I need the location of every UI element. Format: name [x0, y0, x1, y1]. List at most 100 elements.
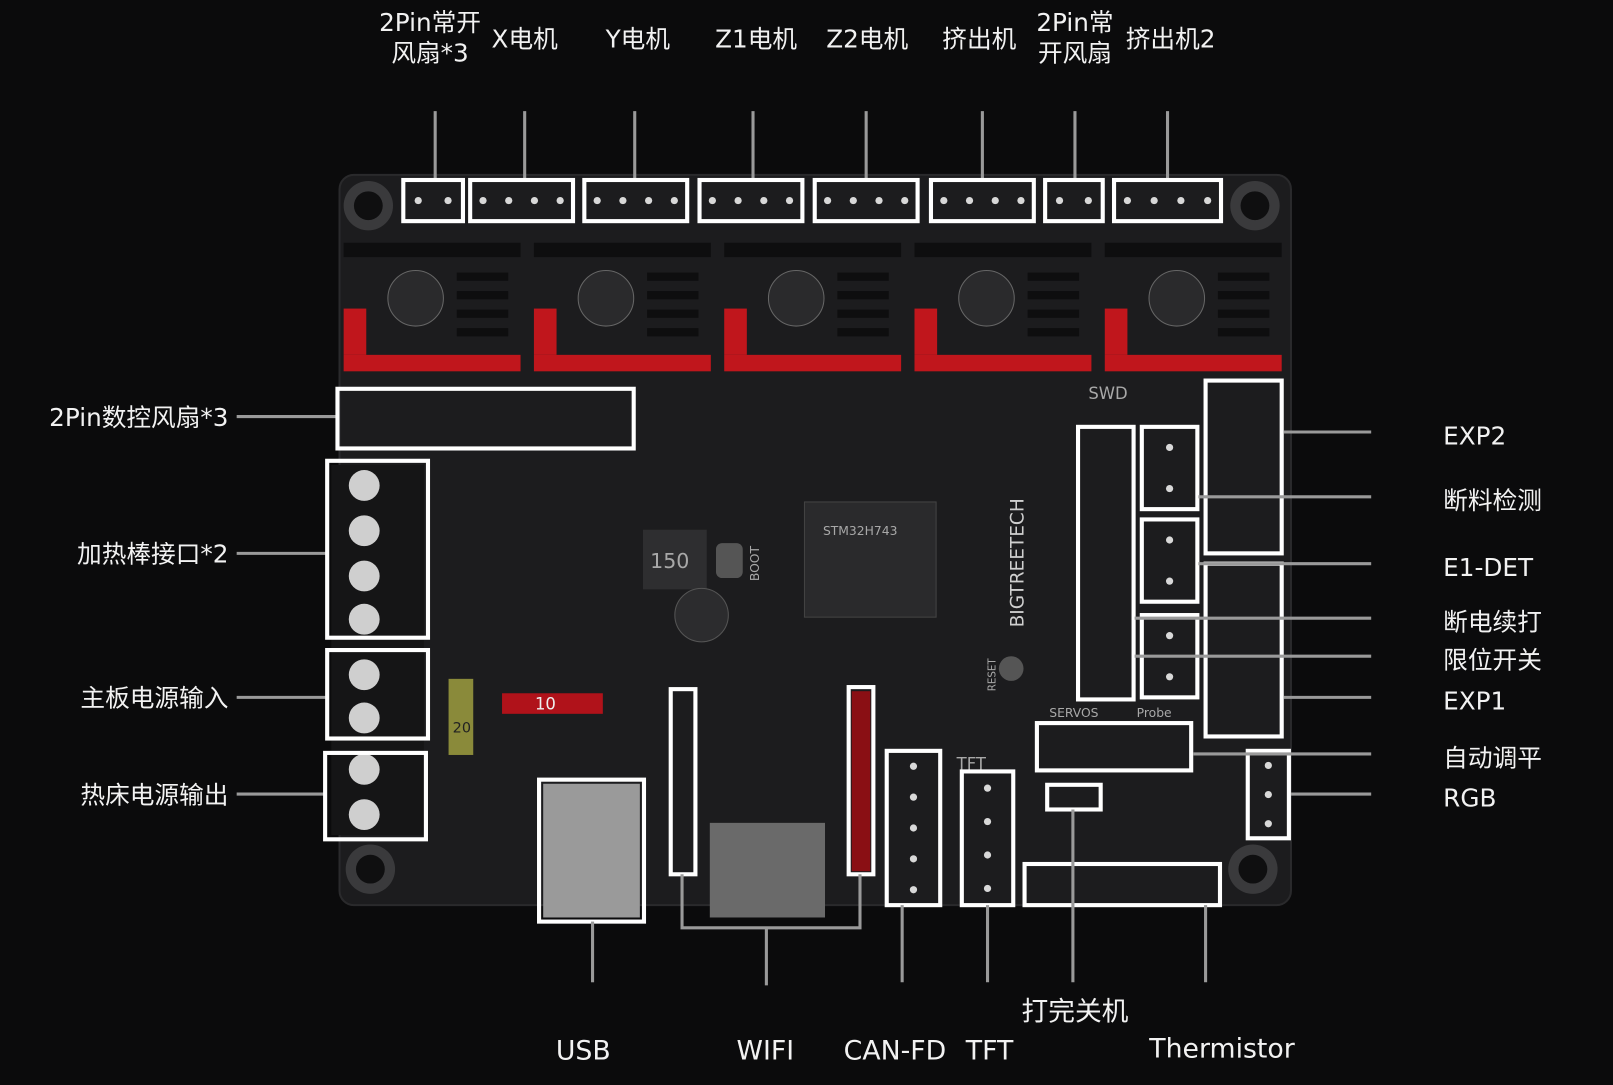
mounting-hole-centers [353, 191, 1270, 884]
pin [1177, 196, 1185, 205]
pin [1165, 673, 1174, 681]
pin [1165, 536, 1174, 544]
driver-header-red [1104, 354, 1282, 372]
connector-highlight-box [1075, 424, 1136, 702]
screw-terminal [348, 753, 380, 785]
connector-highlight-box [401, 177, 466, 224]
top-label: Z1电机 [715, 24, 797, 53]
connector-highlight-box [325, 458, 431, 640]
top-label: 挤出机 [942, 24, 1016, 53]
tft-silk: TFT [956, 754, 987, 773]
top-label-line2: 风扇*3 [391, 39, 468, 68]
boot-button [715, 543, 743, 579]
pin [1204, 196, 1212, 205]
reset-label: RESET [987, 658, 999, 692]
pin [708, 196, 716, 205]
pin [785, 196, 794, 205]
usb-port [543, 783, 640, 918]
screw-terminal [348, 603, 380, 635]
pin [1055, 196, 1064, 205]
leader-line [680, 874, 862, 930]
inductor [642, 529, 707, 590]
screw-terminal [348, 560, 380, 592]
connector-highlight-box [1245, 748, 1291, 841]
can-header [851, 691, 871, 872]
pin [530, 196, 539, 205]
right-label: EXP2 [1443, 421, 1506, 450]
driver-header-red [533, 354, 711, 372]
stepper-driver-sockets [343, 242, 1282, 372]
connector-highlight-box [582, 177, 690, 224]
driver-pins [1027, 272, 1080, 281]
screw-terminal [348, 515, 380, 547]
screw-terminal [348, 659, 380, 691]
pin [940, 196, 948, 205]
driver-jumper-red [724, 308, 747, 355]
pin [983, 851, 992, 859]
connector-highlight-box [335, 386, 636, 451]
driver-jumper-red [533, 308, 557, 355]
connector-highlight-box [1139, 517, 1200, 604]
top-label-line2: 开风扇 [1038, 39, 1112, 68]
bottom-label: TFT [965, 1035, 1014, 1066]
pin [479, 196, 487, 205]
bottom-label: USB [556, 1035, 611, 1066]
driver-pins [1217, 328, 1270, 337]
pin [1165, 632, 1174, 640]
driver-pins [1217, 309, 1270, 318]
pin [760, 196, 768, 205]
pin [1123, 196, 1132, 205]
driver-pins [647, 291, 699, 300]
screw-terminals [348, 470, 380, 831]
brand-logo-text: BIGTREETECH [1008, 498, 1029, 627]
driver-pins [837, 291, 889, 300]
screw-terminal [348, 799, 380, 831]
sd-card-slot [709, 822, 826, 918]
pin [556, 196, 564, 205]
top-label: Y电机 [605, 24, 671, 53]
pin [965, 196, 974, 205]
fuse-10 [502, 693, 603, 714]
driver-header-top [343, 242, 521, 258]
pin [1264, 820, 1272, 828]
driver-pins [1217, 291, 1270, 300]
driver-header-red [914, 354, 1092, 372]
driver-pins [647, 328, 699, 337]
driver-pins [456, 328, 509, 337]
driver-pins [456, 272, 509, 281]
driver-pins [837, 328, 889, 337]
pcb-board: STM32H743 BIGTREETECH 150 BOOT RESET 10 … [331, 173, 1292, 918]
driver-capacitor [1148, 270, 1206, 327]
pin [909, 762, 918, 770]
driver-pins [456, 291, 509, 300]
right-label: 自动调平 [1443, 743, 1542, 772]
pin [670, 196, 678, 205]
top-label-line1: 2Pin常 [1036, 8, 1113, 37]
connector-highlight-box [928, 177, 1036, 224]
connector-highlight-box [1139, 424, 1200, 512]
connector-highlight-box [697, 177, 805, 224]
screw-terminal [348, 702, 380, 734]
driver-pins [1217, 272, 1270, 281]
mcu-label: STM32H743 [823, 524, 897, 538]
driver-capacitor [767, 270, 825, 327]
bottom-label: WIFI [737, 1035, 795, 1066]
right-label: RGB [1443, 783, 1496, 812]
connector-highlight-box [325, 647, 431, 741]
pin [909, 855, 918, 863]
driver-jumper-red [343, 308, 367, 355]
driver-pins [837, 272, 889, 281]
connector-highlight-box [1111, 177, 1224, 224]
boot-label: BOOT [748, 545, 762, 581]
capacitor [674, 587, 729, 643]
pin [909, 886, 918, 894]
driver-pins [837, 309, 889, 318]
probe-label: Probe [1137, 706, 1172, 720]
driver-pins [456, 309, 509, 318]
top-label-line1: 2Pin常开 [379, 8, 481, 37]
